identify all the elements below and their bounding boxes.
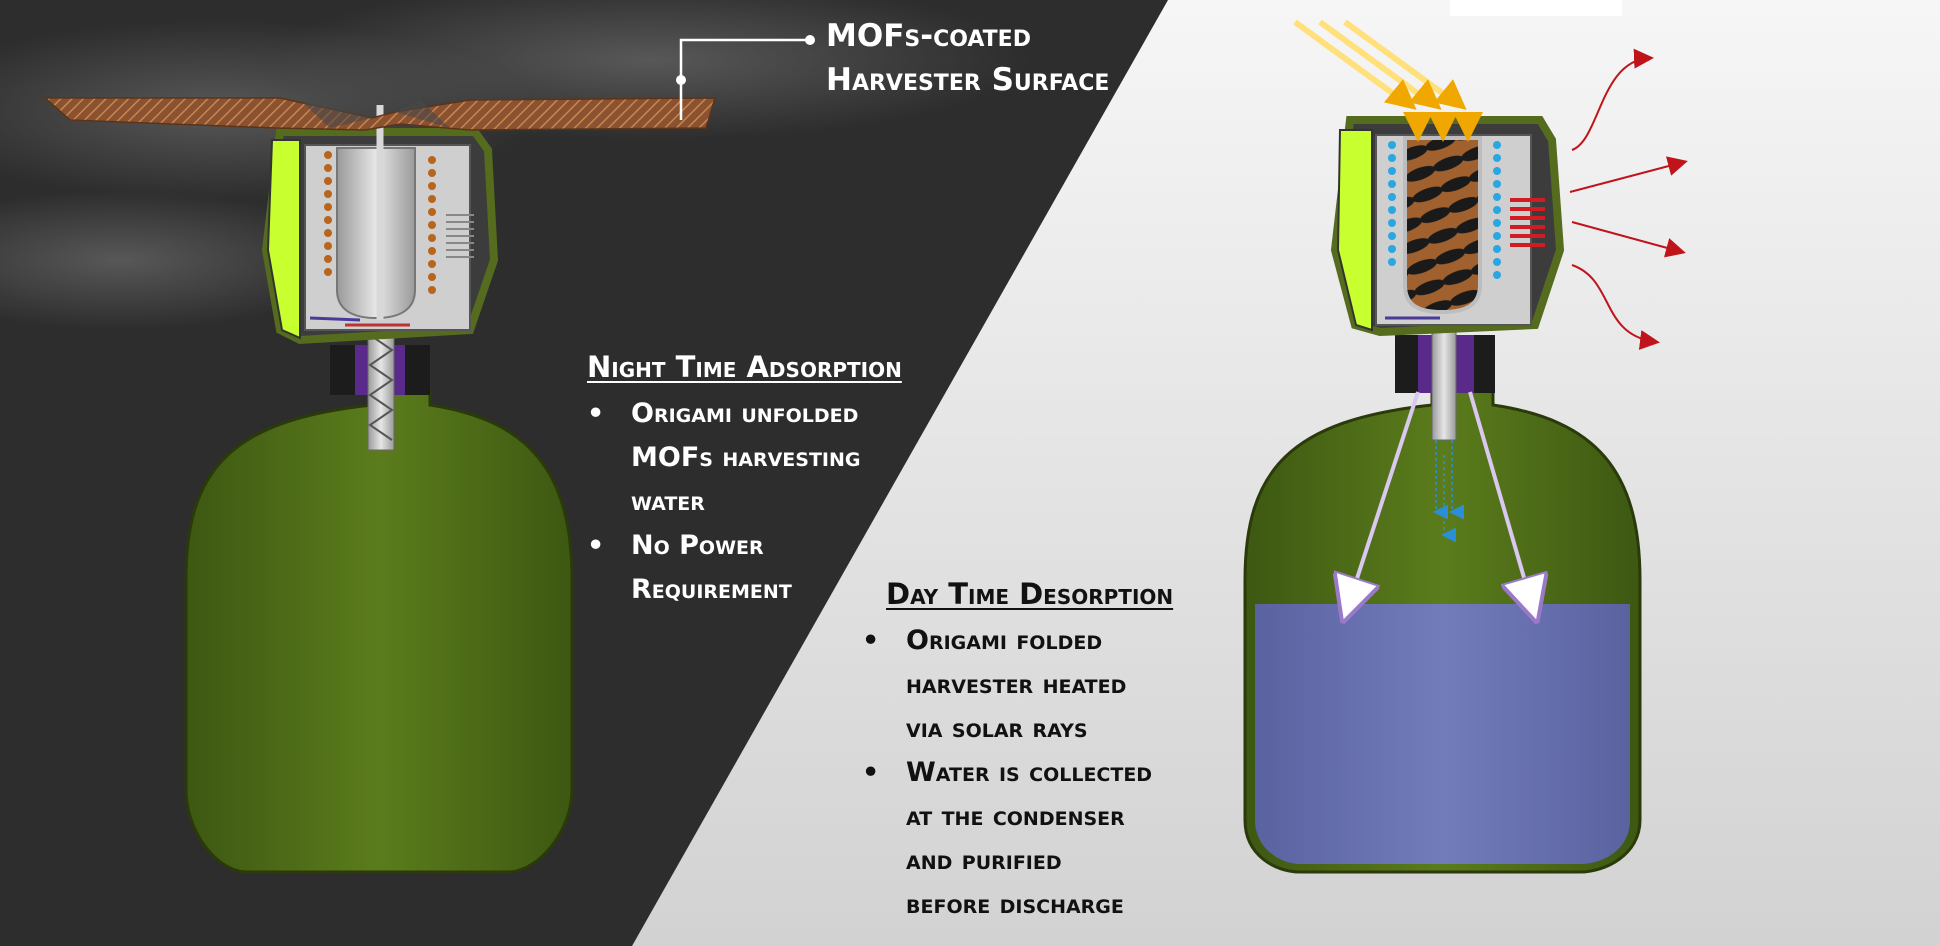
heat-arrows xyxy=(1569,48,1688,350)
vapor-beam-right xyxy=(1468,391,1534,612)
night-bullet-list: Origami unfolded MOFs harvesting water N… xyxy=(587,392,927,612)
night-canister xyxy=(336,147,416,320)
night-bullet-1-line-1: Origami unfolded xyxy=(631,398,859,429)
sun-rays xyxy=(1293,19,1483,142)
harvester-surface-callout: MOFs-coated Harvester Surface xyxy=(826,14,1109,102)
callout-line-2: Harvester Surface xyxy=(826,62,1110,98)
day-device xyxy=(1243,19,1688,874)
day-bullet-2-line-2: at the condenser xyxy=(906,801,1125,832)
day-cooling-dots xyxy=(1388,141,1501,279)
day-bullet-2: Water is collected at the condenser and … xyxy=(862,751,1192,927)
day-bullet-2-line-1: Water is collected xyxy=(906,757,1153,788)
night-bottle-body xyxy=(184,388,574,874)
night-bullet-1-line-3: water xyxy=(631,486,705,517)
day-heading: Day Time Desorption xyxy=(886,577,1174,611)
night-bullet-2: No Power Requirement xyxy=(587,524,927,612)
day-water xyxy=(1255,604,1630,864)
water-drops xyxy=(1433,440,1464,543)
night-condenser-fins xyxy=(446,214,474,258)
night-device xyxy=(43,97,717,874)
night-bullet-2-line-1: No Power xyxy=(631,530,764,561)
vapor-beam-left xyxy=(1346,391,1420,612)
night-bullet-2-line-2: Requirement xyxy=(631,574,792,605)
callout-line-1: MOFs-coated xyxy=(826,18,1031,54)
day-bullet-1-line-2: harvester heated xyxy=(906,669,1127,700)
day-inner-tube xyxy=(1431,317,1457,441)
callout-leader xyxy=(676,35,815,120)
day-bullet-1: Origami folded harvester heated via sola… xyxy=(862,619,1192,751)
night-bullet-1: Origami unfolded MOFs harvesting water xyxy=(587,392,927,524)
day-canister xyxy=(1403,136,1482,314)
day-bullet-1-line-3: via solar rays xyxy=(906,713,1088,744)
top-bar-mark xyxy=(1450,0,1622,16)
day-bullet-1-line-1: Origami folded xyxy=(906,625,1103,656)
night-heading: Night Time Adsorption xyxy=(587,350,902,384)
day-bullet-list: Origami folded harvester heated via sola… xyxy=(862,619,1192,927)
day-bullet-2-line-3: and purified xyxy=(906,845,1062,876)
day-heat-fins xyxy=(1510,198,1545,247)
night-bullet-1-line-2: MOFs harvesting xyxy=(631,442,861,473)
night-coil-dots xyxy=(324,151,436,294)
day-bullet-2-line-4: before discharge xyxy=(906,889,1124,920)
